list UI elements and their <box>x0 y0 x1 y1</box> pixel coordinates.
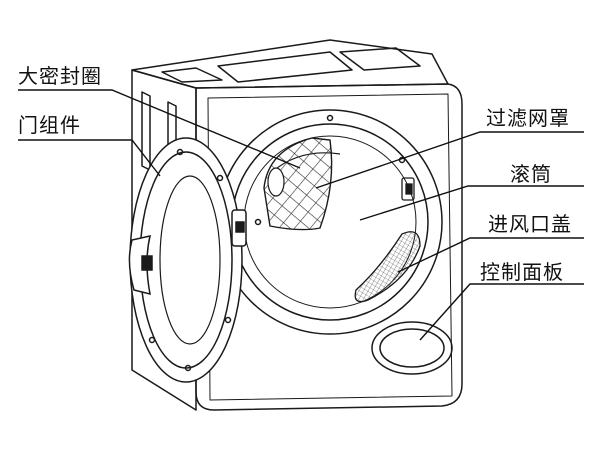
leader-door-assembly <box>18 139 161 177</box>
cabinet-front <box>195 83 463 411</box>
leader-drum <box>359 185 584 221</box>
leader-filter-cover <box>315 131 584 189</box>
air-inlet-cover <box>354 231 421 303</box>
label-drum: 滚筒 <box>510 162 552 186</box>
door-assembly <box>128 137 247 383</box>
leader-door-seal <box>18 89 301 169</box>
leader-control-panel <box>419 283 584 341</box>
label-door-assembly: 门组件 <box>18 113 81 137</box>
label-door-seal: 大密封圈 <box>18 64 102 88</box>
leader-air-inlet-cover <box>397 237 584 273</box>
control-panel <box>371 321 453 375</box>
label-filter-cover: 过滤网罩 <box>486 106 570 130</box>
filter-mesh-cover <box>263 137 333 231</box>
label-air-inlet-cover: 进风口盖 <box>488 212 572 236</box>
label-control-panel: 控制面板 <box>480 260 564 284</box>
